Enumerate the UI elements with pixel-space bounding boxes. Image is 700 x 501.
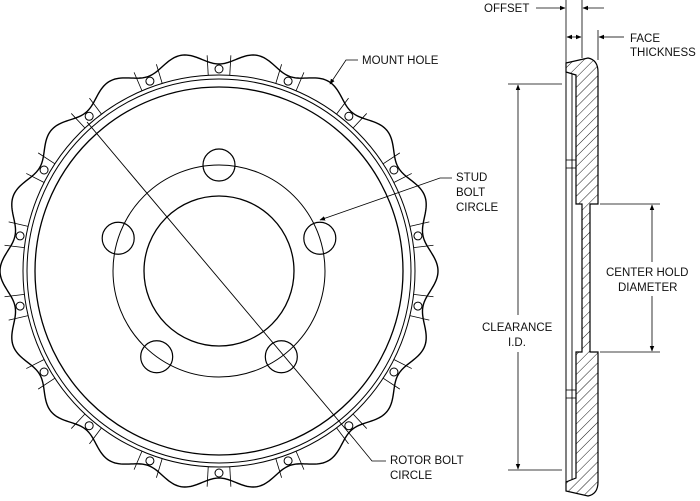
offset-label: OFFSET [484, 3, 529, 15]
mount-hole [84, 111, 94, 121]
mount-lug-facet [4, 244, 25, 249]
mount-lug-facet [133, 72, 143, 91]
mount-lug-facet [8, 221, 29, 227]
side-section-view [565, 57, 599, 497]
mount-hole [39, 165, 49, 175]
clearance-id-label-line1: CLEARANCE [482, 322, 553, 334]
mount-lug-facet [413, 244, 434, 249]
mount-lug-facet [89, 97, 102, 115]
mount-hole [214, 64, 224, 74]
mount-lug-facet [26, 173, 45, 183]
mount-lug-facet [133, 451, 143, 470]
front-view [0, 54, 439, 488]
rotor-bolt-circle-leader [353, 438, 386, 462]
mount-lug-facet [295, 72, 305, 91]
mount-hole [344, 421, 354, 431]
mount-lug-facet [37, 152, 56, 165]
mount-lug-facet [393, 173, 412, 183]
mount-lug-facet [336, 427, 349, 445]
stud-hole [264, 340, 298, 374]
mount-hole [389, 367, 399, 377]
stud-bolt-circle-label-line1: STUD [456, 172, 487, 184]
mount-hole [39, 367, 49, 377]
mount-holes [4, 55, 434, 487]
stud-holes [101, 148, 337, 374]
offset-dimension [536, 0, 624, 63]
mount-hole [283, 76, 293, 86]
mount-lug-facet [206, 466, 209, 487]
mount-hole [283, 456, 293, 466]
mount-lug-facet [352, 413, 368, 429]
stud-hole [140, 340, 174, 374]
mount-lug-facet [336, 97, 349, 115]
mount-hole [344, 111, 354, 121]
mount-lug-facet [156, 64, 163, 84]
stud-hole [101, 221, 135, 255]
mount-lug-facet [70, 413, 86, 429]
mount-lug-facet [229, 466, 232, 487]
clearance-id-dimension [508, 83, 562, 471]
mount-lug-facet [229, 55, 232, 76]
rotor-bolt-circle-label-line2: CIRCLE [390, 470, 433, 482]
stud-hole [303, 221, 337, 255]
mount-hole [413, 231, 423, 241]
mount-lug-facet [26, 359, 45, 369]
mount-lug-facet [8, 315, 29, 321]
mount-lug-facet [409, 221, 430, 227]
mount-lug-facet [352, 113, 368, 129]
mount-hole [84, 421, 94, 431]
stud-bolt-circle-leader [319, 177, 452, 221]
center-hold-diameter-label-line1: CENTER HOLD [606, 267, 688, 279]
stud-bolt-circle-label-line2: BOLT [456, 187, 485, 199]
mount-lug-facet [413, 293, 434, 298]
center-hole [143, 195, 295, 347]
mount-lug-facet [393, 359, 412, 369]
center-hold-diameter-label-line2: DIAMETER [618, 282, 677, 294]
rotor-bolt-circle-label-line1: ROTOR BOLT [390, 455, 464, 467]
mount-hole [389, 165, 399, 175]
hat-outer-scalloped-edge [0, 54, 439, 488]
flange-ring-inner [26, 78, 412, 464]
rotor-bolt-diameter-line [86, 121, 355, 440]
mount-hole [15, 301, 25, 311]
mount-lug-facet [206, 55, 209, 76]
mount-lug-facet [70, 113, 86, 129]
mount-lug-facet [37, 377, 56, 390]
stud-bolt-circle [112, 164, 326, 378]
mount-lug-facet [295, 451, 305, 470]
mount-lug-facet [409, 315, 430, 321]
mount-lug-facet [382, 377, 401, 390]
mount-lug-facet [89, 427, 102, 445]
mount-hole [15, 231, 25, 241]
mount-hole-leader [329, 59, 358, 85]
clearance-id-label-line2: I.D. [508, 337, 526, 349]
stud-bolt-circle-label-line3: CIRCLE [456, 202, 499, 214]
mount-hole [145, 456, 155, 466]
mount-lug-facet [382, 152, 401, 165]
center-hold-diameter-dimension [600, 203, 660, 353]
flange-ring-outer [22, 74, 416, 468]
mount-hole [413, 301, 423, 311]
mount-lug-facet [4, 293, 25, 298]
mount-lug-facet [275, 458, 282, 478]
face-thickness-label-line2: THICKNESS [630, 47, 696, 59]
mount-hole [214, 468, 224, 478]
mount-lug-facet [275, 64, 282, 84]
mount-hole-label: MOUNT HOLE [362, 55, 439, 67]
mount-hole [145, 76, 155, 86]
face-edge-circle [34, 86, 404, 456]
face-thickness-label-line1: FACE [630, 33, 660, 45]
stud-hole [202, 148, 236, 182]
mount-lug-facet [156, 458, 163, 478]
